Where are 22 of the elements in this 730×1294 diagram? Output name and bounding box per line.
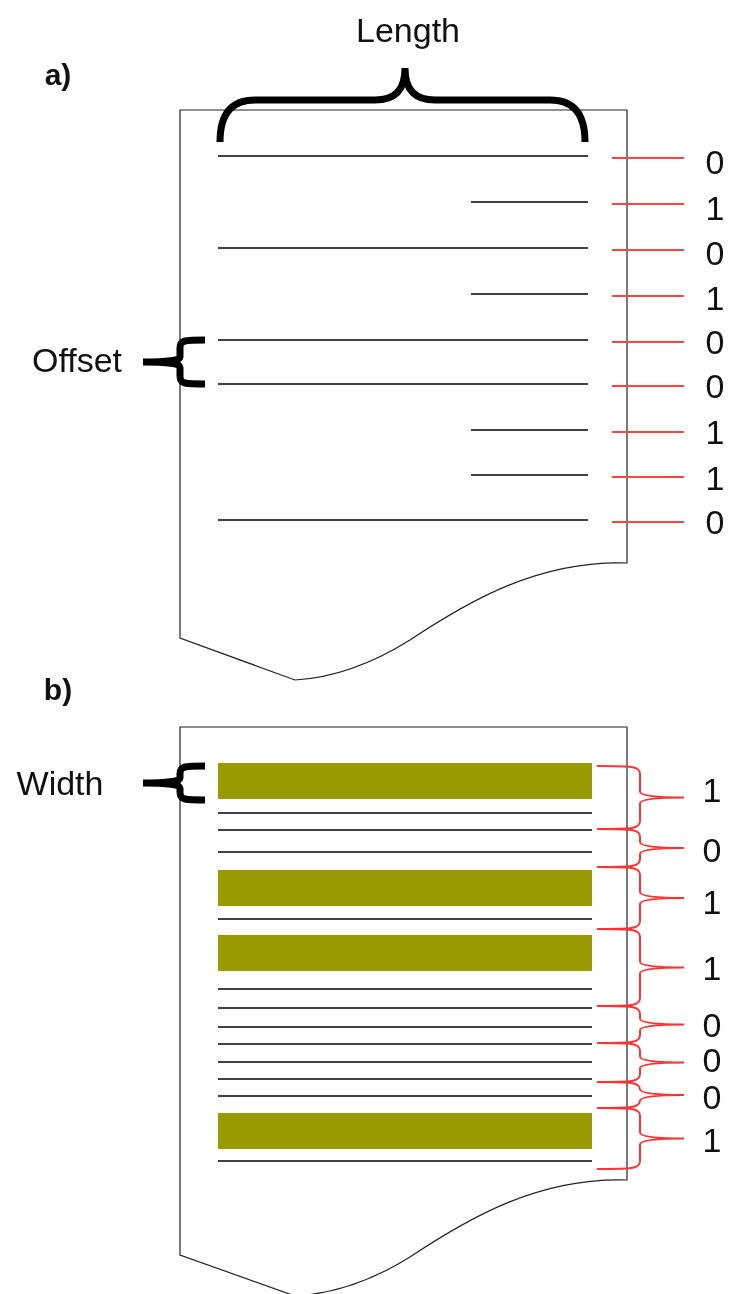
bit-value: 0: [705, 236, 725, 270]
bit-value: 0: [705, 145, 725, 179]
dimension-label: Offset: [31, 343, 123, 377]
dimension-label: Width: [16, 766, 104, 800]
bit-value: 0: [705, 369, 725, 403]
bit-value: 0: [705, 325, 725, 359]
bit-value: 0: [705, 505, 725, 539]
panel-label: b): [43, 675, 73, 705]
bit-value: 1: [705, 461, 725, 495]
bit-value: 1: [702, 885, 722, 919]
bit-value: 0: [702, 1008, 722, 1042]
bit-value: 0: [702, 1043, 722, 1077]
bit-value: 0: [702, 1080, 722, 1114]
bit-value: 1: [705, 191, 725, 225]
bit-value: 0: [702, 833, 722, 867]
bit-value: 1: [705, 415, 725, 449]
bit-value: 1: [702, 773, 722, 807]
bit-value: 1: [705, 281, 725, 315]
dimension-label: Length: [356, 13, 460, 47]
bit-value: 1: [702, 951, 722, 985]
bit-value: 1: [702, 1123, 722, 1157]
panel-label: a): [44, 60, 72, 90]
